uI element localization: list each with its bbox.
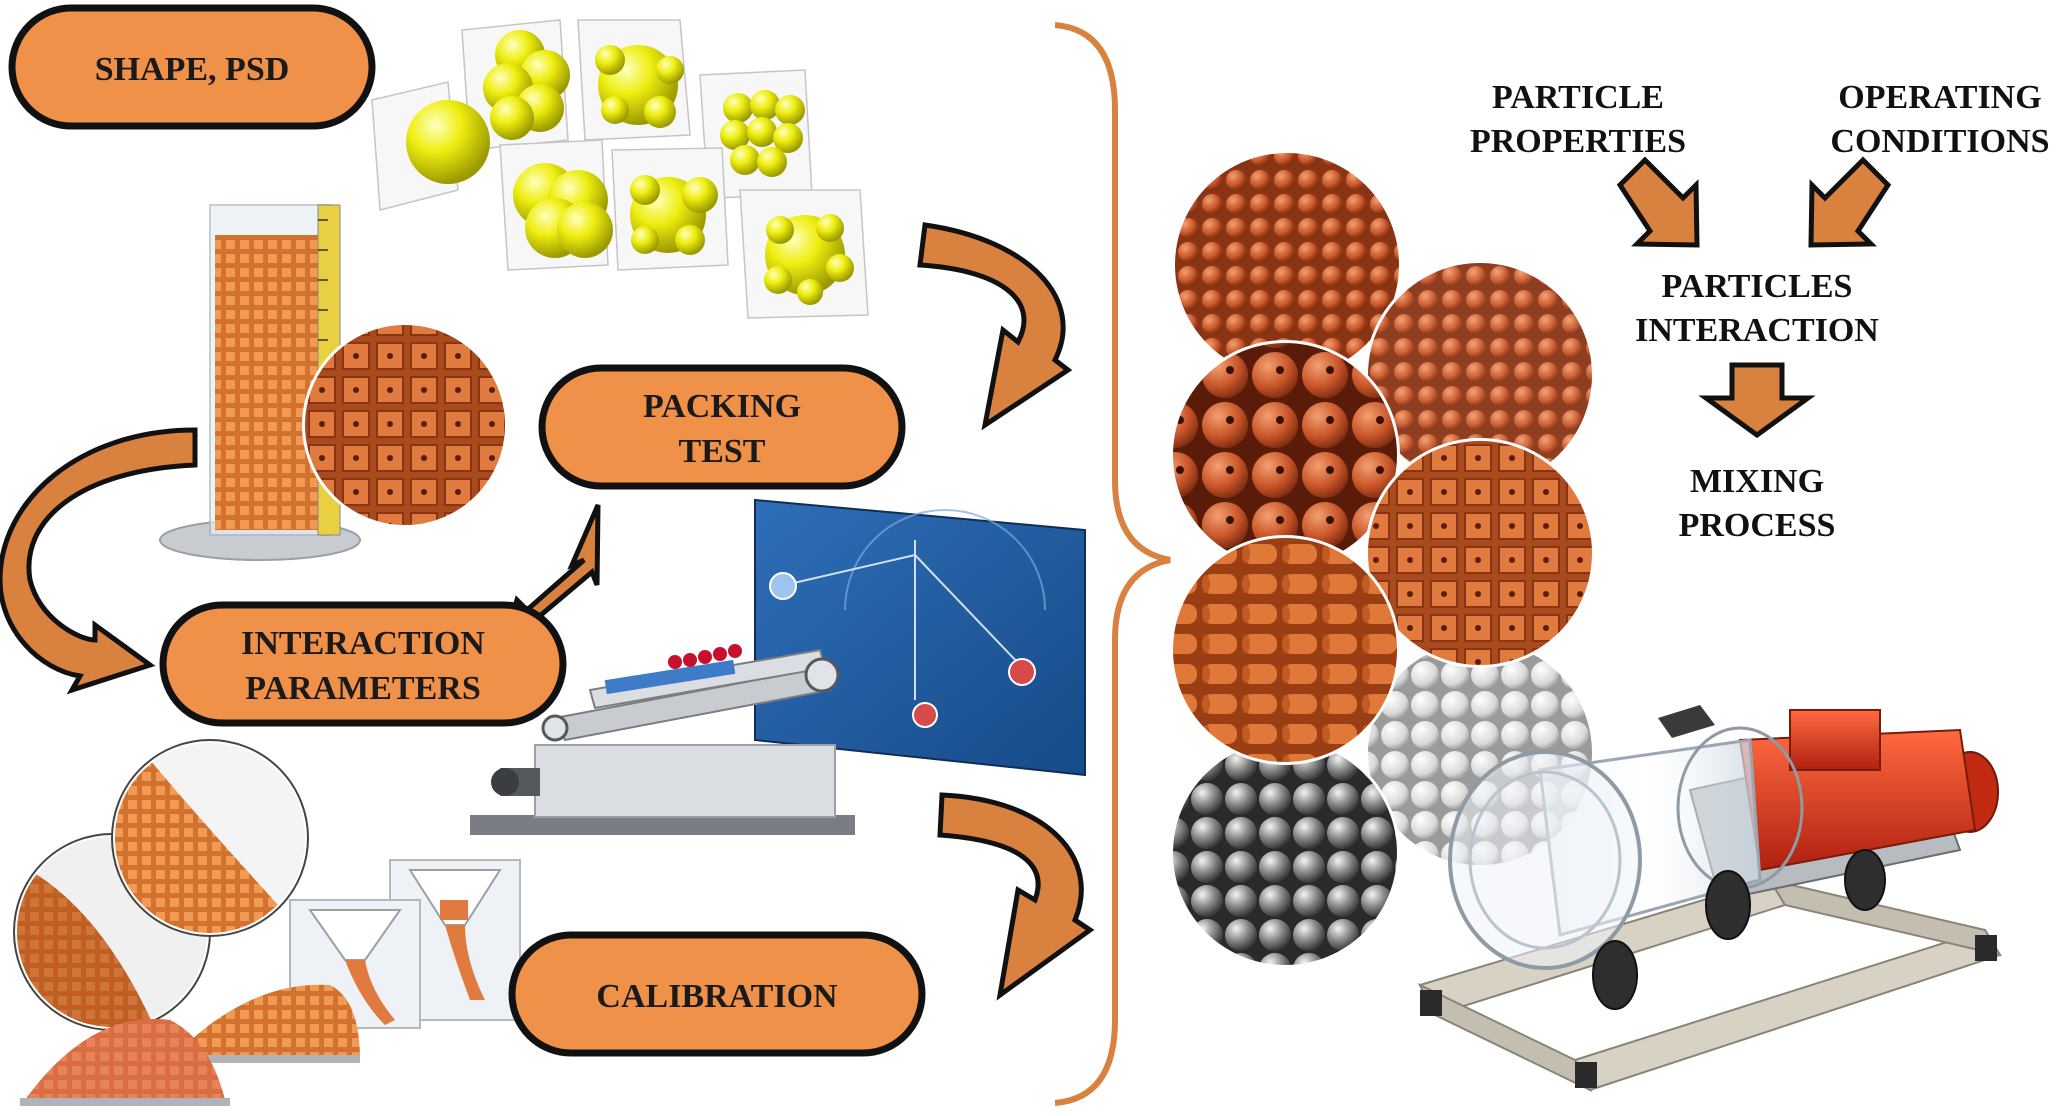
operating-conditions-label-1: OPERATING bbox=[1838, 79, 2041, 116]
brace bbox=[1054, 22, 1171, 1106]
particles-interaction-label-2: INTERACTION bbox=[1635, 312, 1879, 349]
packing-test-label-1: PACKING bbox=[643, 388, 801, 425]
mixing-process-label-2: PROCESS bbox=[1679, 507, 1836, 544]
down-left-arrow bbox=[1808, 156, 1892, 248]
particles-interaction-label-1: PARTICLES bbox=[1662, 268, 1853, 305]
down-right-arrow bbox=[1616, 156, 1700, 248]
heap-piles-icon bbox=[20, 984, 360, 1106]
graduated-cylinder-icon bbox=[159, 204, 508, 561]
curved-arrow-to-calibration bbox=[937, 792, 1095, 1001]
angle-of-repose-pile-icon bbox=[13, 739, 309, 1031]
down-arrow bbox=[1698, 362, 1816, 439]
shape-psd-label: SHAPE, PSD bbox=[95, 51, 290, 88]
interaction-parameters-node: INTERACTION PARAMETERS bbox=[159, 601, 567, 727]
particle-samples-icon bbox=[1170, 150, 1595, 968]
packing-test-node: PACKING TEST bbox=[538, 364, 906, 490]
drum-mixer-icon bbox=[1417, 705, 2003, 1093]
clump-models-icon bbox=[371, 19, 869, 319]
interaction-label-2: PARAMETERS bbox=[245, 670, 481, 707]
shape-psd-node: SHAPE, PSD bbox=[8, 4, 376, 130]
right-flow: PARTICLE PROPERTIES OPERATING CONDITIONS… bbox=[1470, 79, 2050, 544]
particle-properties-label-1: PARTICLE bbox=[1492, 79, 1664, 116]
operating-conditions-label-2: CONDITIONS bbox=[1830, 123, 2049, 160]
packing-test-label-2: TEST bbox=[679, 433, 766, 470]
curved-arrow-to-packing bbox=[917, 222, 1073, 431]
interaction-label-1: INTERACTION bbox=[241, 625, 485, 662]
hopper-test-icon bbox=[289, 859, 521, 1029]
curved-arrow-to-interaction bbox=[0, 427, 198, 695]
calibration-node: CALIBRATION bbox=[508, 931, 926, 1057]
mixing-process-label-1: MIXING bbox=[1690, 463, 1824, 500]
calibration-label: CALIBRATION bbox=[596, 978, 838, 1015]
particle-properties-label-2: PROPERTIES bbox=[1470, 123, 1686, 160]
incline-device-icon bbox=[470, 498, 1086, 835]
